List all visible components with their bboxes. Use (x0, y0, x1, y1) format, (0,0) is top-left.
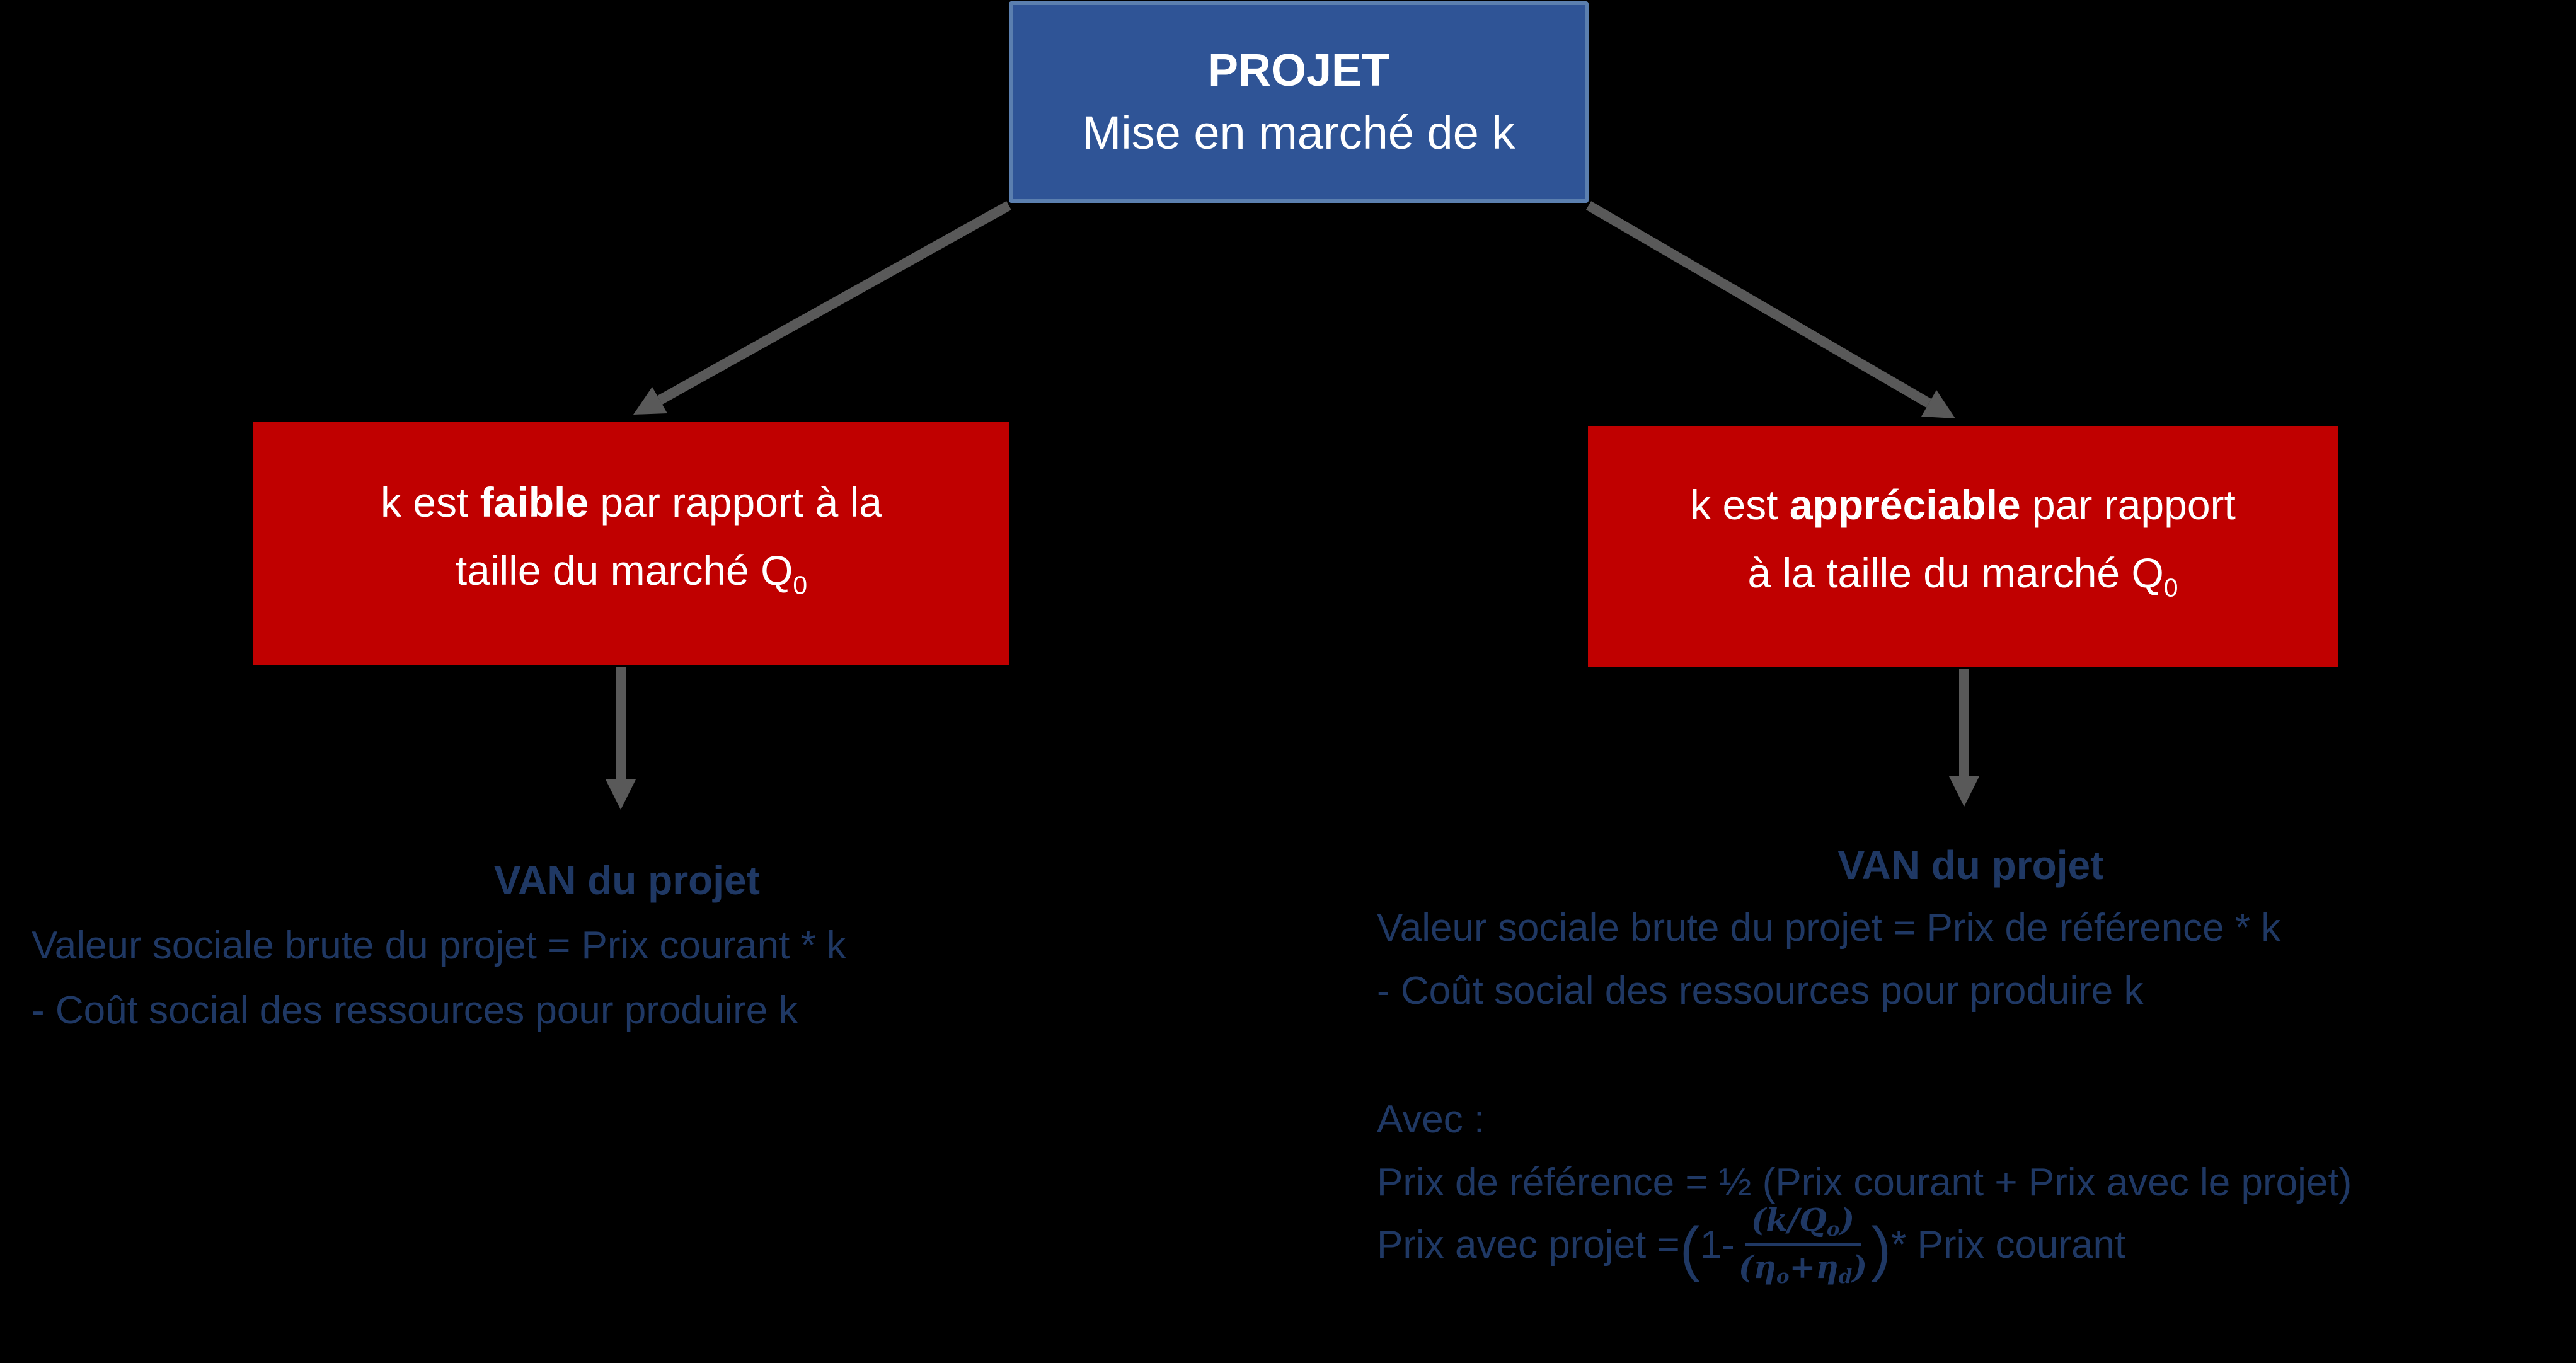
condition-text: taille du marché Q (455, 547, 793, 594)
condition-text: à la taille du marché Q (1747, 549, 2164, 597)
edge-right-to-van-arrowhead-icon (1949, 776, 1979, 807)
van-block-left: VAN du projet Valeur sociale brute du pr… (32, 848, 1222, 1043)
numerator-text: (k/Q (1751, 1201, 1827, 1238)
q0-subscript: 0 (2163, 573, 2178, 602)
formula-suffix: * Prix courant (1891, 1222, 2126, 1267)
fraction-numerator: (k/Qo) (1744, 1201, 1861, 1247)
blank-gap (1377, 1023, 2565, 1088)
condition-emphasis: faible (480, 479, 589, 526)
social-cost-line-right: - Coût social des ressources pour produi… (1377, 969, 2144, 1013)
q0-subscript: 0 (793, 570, 808, 600)
numerator-close: ) (1839, 1201, 1855, 1238)
condition-line-2: à la taille du marché Q0 (1747, 539, 2178, 621)
gross-value-line-left: Valeur sociale brute du projet = Prix co… (32, 924, 846, 967)
fraction-denominator: (ηo+ηd) (1739, 1246, 1867, 1288)
condition-text: k est (1690, 481, 1790, 529)
edge-root-to-right-line (1585, 201, 1932, 408)
edge-root-to-right-arrowhead-icon (1921, 390, 1955, 418)
avec-label: Avec : (1377, 1098, 1485, 1141)
condition-text: par rapport à la (589, 479, 883, 526)
condition-text: par rapport (2020, 481, 2236, 529)
condition-box-small-k: k est faible par rapport à la taille du … (253, 422, 1009, 665)
denominator-text: +η (1789, 1248, 1839, 1286)
condition-line-2: taille du marché Q0 (456, 536, 807, 619)
condition-line-1: k est appréciable par rapport (1690, 471, 2236, 539)
condition-box-large-k: k est appréciable par rapport à la taill… (1588, 426, 2338, 667)
reference-price-line: Prix de référence = ½ (Prix courant + Pr… (1377, 1161, 2352, 1204)
van-heading-right: VAN du projet (1837, 843, 2104, 888)
condition-line-1: k est faible par rapport à la (381, 468, 882, 536)
gross-value-line-right: Valeur sociale brute du projet = Prix de… (1377, 906, 2281, 950)
edge-left-to-van-arrowhead-icon (606, 779, 636, 810)
denominator-subscript-o: o (1776, 1265, 1790, 1289)
social-cost-line-left: - Coût social des ressources pour produi… (32, 989, 798, 1032)
van-block-right: VAN du projet Valeur sociale brute du pr… (1377, 834, 2565, 1289)
project-box-title: PROJET (1207, 45, 1390, 96)
denominator-subscript-d: d (1838, 1265, 1853, 1289)
condition-emphasis: appréciable (1789, 481, 2021, 529)
van-heading-left: VAN du projet (494, 858, 760, 903)
elasticity-fraction: (k/Qo) (ηo+ηd) (1739, 1202, 1867, 1289)
edge-root-to-left-arrowhead-icon (633, 387, 667, 415)
numerator-subscript: o (1826, 1217, 1840, 1241)
project-root-box: PROJET Mise en marché de k (1009, 1, 1589, 203)
denominator-close: ) (1852, 1248, 1868, 1286)
formula-prefix: Prix avec projet = (1377, 1222, 1680, 1267)
price-with-project-formula: Prix avec projet = (1- (k/Qo) (ηo+ηd) ) … (1377, 1201, 2126, 1289)
edge-root-to-left-line (657, 201, 1011, 405)
condition-text: k est (380, 479, 480, 526)
one-minus: 1- (1699, 1222, 1735, 1267)
project-box-subtitle: Mise en marché de k (1082, 106, 1515, 159)
denominator-text: (η (1738, 1248, 1776, 1286)
